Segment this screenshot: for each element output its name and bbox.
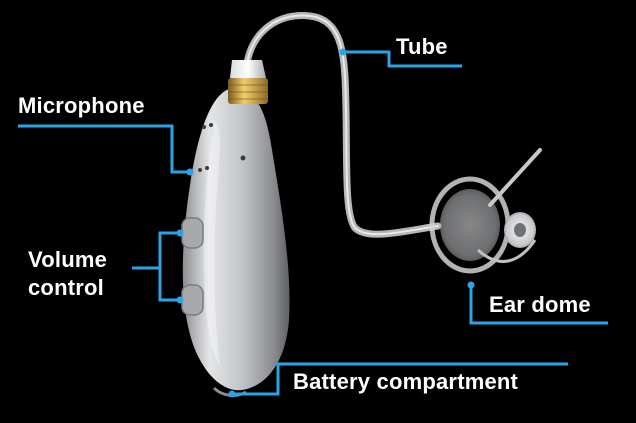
- device-body: [182, 88, 290, 391]
- tube-label: Tube: [396, 34, 448, 59]
- battery-leader-line: [232, 362, 568, 396]
- volume-control-label: Volume control: [28, 246, 107, 302]
- volume-label-line2: control: [28, 275, 104, 300]
- tube-leader-line: [343, 50, 462, 68]
- volume-leader-line-top: [132, 231, 180, 270]
- volume-up-button: [181, 217, 204, 249]
- battery-compartment-label: Battery compartment: [293, 369, 519, 394]
- microphone-label: Microphone: [18, 93, 145, 118]
- device-tip: [230, 60, 266, 78]
- volume-leader-line-bottom: [158, 268, 180, 302]
- ear-dome-leader-line: [469, 285, 608, 325]
- ear-dome-label: Ear dome: [489, 292, 591, 317]
- volume-label-line1: Volume: [28, 247, 108, 272]
- volume-down-button: [181, 284, 204, 316]
- microphone-leader-line: [18, 124, 190, 174]
- gold-ring: [228, 78, 268, 104]
- microphone-holes: [198, 123, 246, 172]
- ear-dome-shape: [429, 148, 542, 274]
